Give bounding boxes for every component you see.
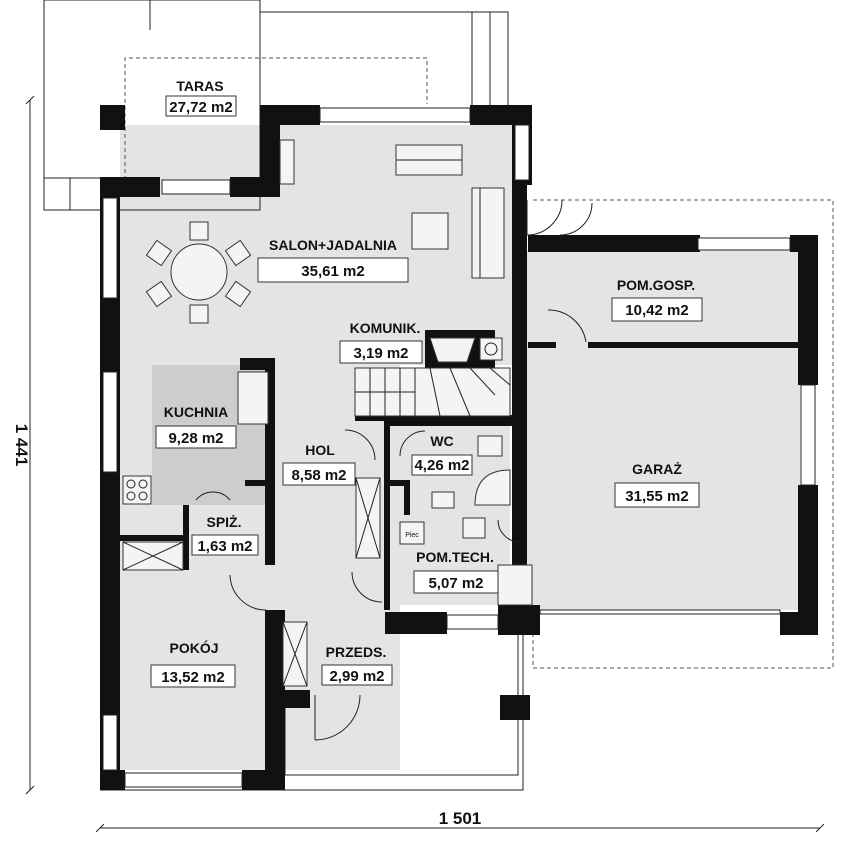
room-name-przedsp: PRZEDS. xyxy=(326,644,387,660)
room-label-salon: SALON+JADALNIA 35,61 m2 xyxy=(257,237,409,283)
room-label-gosp: POM.GOSP. 10,42 m2 xyxy=(611,277,703,322)
room-name-spiz: SPIŻ. xyxy=(206,514,241,530)
room-label-przedsp: PRZEDS. 2,99 m2 xyxy=(321,644,393,686)
terrace-column xyxy=(100,105,125,130)
room-area-taras: 27,72 m2 xyxy=(169,99,232,116)
room-area-gosp: 10,42 m2 xyxy=(625,302,688,319)
dimension-width-label: 1 501 xyxy=(439,809,482,828)
wall-garage-west xyxy=(512,180,527,610)
room-name-taras: TARAS xyxy=(176,78,223,94)
dimension-depth-label: 1 441 xyxy=(12,424,31,467)
doors xyxy=(195,199,593,741)
room-label-taras: TARAS 27,72 m2 xyxy=(165,78,237,117)
room-name-kuchnia: KUCHNIA xyxy=(164,404,229,420)
dimension-depth: 1 441 xyxy=(12,95,35,795)
walls xyxy=(100,105,818,790)
sofa xyxy=(471,187,505,279)
room-label-hol: HOL 8,58 m2 xyxy=(282,442,356,486)
shower xyxy=(474,469,511,506)
room-area-hol: 8,58 m2 xyxy=(291,467,346,484)
dimension-width: 1 501 xyxy=(95,809,825,833)
room-label-spiz: SPIŻ. 1,63 m2 xyxy=(191,514,259,556)
room-area-tech: 5,07 m2 xyxy=(428,575,483,592)
tech-door-frame xyxy=(497,564,533,606)
stairs xyxy=(354,367,511,417)
cooktop xyxy=(122,475,152,505)
utility-sink xyxy=(462,517,486,539)
room-area-komunik: 3,19 m2 xyxy=(353,345,408,362)
fireplace xyxy=(279,139,295,185)
room-area-kuchnia: 9,28 m2 xyxy=(168,430,223,447)
dining-table xyxy=(145,221,252,324)
room-name-hol: HOL xyxy=(305,442,335,458)
room-label-pokoj: POKÓJ 13,52 m2 xyxy=(150,639,236,688)
room-label-tech: POM.TECH. 5,07 m2 xyxy=(413,549,499,594)
room-area-przedsp: 2,99 m2 xyxy=(329,668,384,685)
room-area-pokoj: 13,52 m2 xyxy=(161,669,224,686)
kitchen-counter xyxy=(237,371,269,425)
room-area-salon: 35,61 m2 xyxy=(301,263,364,280)
wall-west xyxy=(100,177,120,790)
boiler-label: Piec xyxy=(405,532,419,539)
coffee-table xyxy=(411,212,449,250)
boiler xyxy=(399,521,425,545)
room-area-garaz: 31,55 m2 xyxy=(625,488,688,505)
windows xyxy=(102,107,816,788)
room-name-salon: SALON+JADALNIA xyxy=(269,237,397,253)
room-area-spiz: 1,63 m2 xyxy=(197,538,252,555)
chimney xyxy=(429,337,476,363)
room-name-garaz: GARAŻ xyxy=(632,461,682,477)
room-label-garaz: GARAŻ 31,55 m2 xyxy=(614,461,700,508)
room-name-tech: POM.TECH. xyxy=(416,549,494,565)
room-name-pokoj: POKÓJ xyxy=(169,639,218,656)
room-area-wc: 4,26 m2 xyxy=(414,457,469,474)
wc-toilet xyxy=(477,435,503,457)
wc-sink xyxy=(431,491,455,509)
room-label-wc: WC 4,26 m2 xyxy=(411,433,473,476)
room-label-kuchnia: KUCHNIA 9,28 m2 xyxy=(155,404,237,449)
room-name-wc: WC xyxy=(430,433,453,449)
room-name-komunik: KOMUNIK. xyxy=(350,320,421,336)
room-name-gosp: POM.GOSP. xyxy=(617,277,695,293)
room-label-komunik: KOMUNIK. 3,19 m2 xyxy=(339,320,423,364)
furniture: Piec xyxy=(122,139,533,687)
